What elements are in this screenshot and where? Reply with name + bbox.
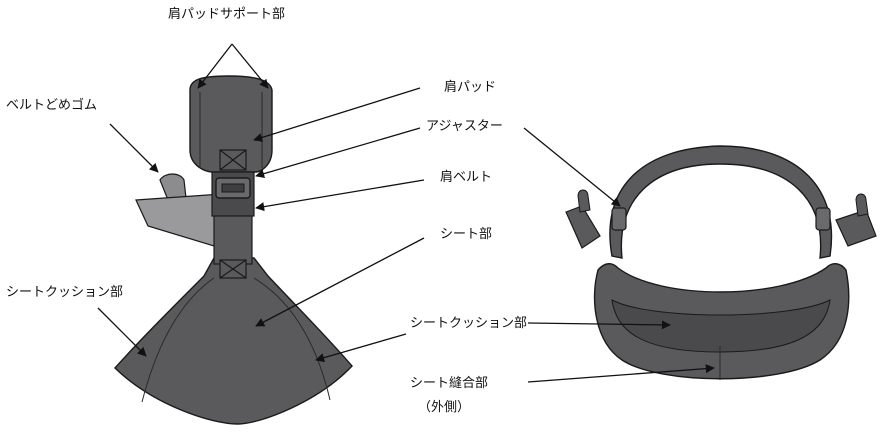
left-tab — [565, 205, 601, 249]
label-shoulder-pad-support: 肩パッドサポート部 — [168, 7, 286, 22]
arrow-shoulder-belt — [255, 179, 425, 212]
arrow-belt-stopper — [109, 123, 159, 173]
shoulder-pad-shape — [189, 75, 273, 173]
arrow-shoulder-pad — [253, 87, 421, 142]
arrow-pad-support-left — [197, 43, 233, 89]
flat-carrier — [114, 75, 353, 425]
arrow-seat-seam — [527, 364, 715, 383]
arrows — [97, 43, 715, 383]
arrow-seat-part — [255, 237, 425, 327]
label-seat-seam: シート縫合部 — [410, 376, 489, 391]
center-belt — [213, 213, 253, 265]
seat-part-shape — [114, 257, 353, 425]
seat-stitch-left — [141, 277, 215, 403]
arrow-seat-cushion-right — [527, 320, 671, 330]
arrow-seat-cushion-left — [97, 307, 147, 357]
left-adjuster — [611, 207, 627, 231]
arrow-pad-support-right — [231, 43, 269, 89]
label-shoulder-pad: 肩パッド — [444, 80, 497, 95]
belt-stopper-rubber-shape — [159, 173, 187, 201]
right-adjuster — [815, 207, 831, 231]
seat-stitch-right — [253, 277, 331, 401]
shoulder-band-loop — [609, 145, 833, 259]
label-adjuster: アジャスター — [426, 119, 503, 134]
formed-carrier — [565, 145, 877, 380]
label-seat-part: シート部 — [440, 227, 493, 242]
right-tab — [835, 209, 877, 247]
label-seat-cushion-right: シートクッション部 — [410, 316, 528, 331]
arrow-adjuster-left — [255, 127, 421, 179]
label-belt-stopper-rubber: ベルトどめゴム — [6, 98, 98, 113]
seat-inner-cushion — [611, 299, 831, 353]
label-seat-seam-note: （外側） — [418, 400, 471, 415]
arrow-seat-cushion-mid — [315, 333, 407, 363]
label-seat-cushion-left: シートクッション部 — [6, 285, 124, 300]
arrow-adjuster-right — [523, 127, 621, 207]
label-shoulder-belt: 肩ベルト — [440, 170, 493, 185]
